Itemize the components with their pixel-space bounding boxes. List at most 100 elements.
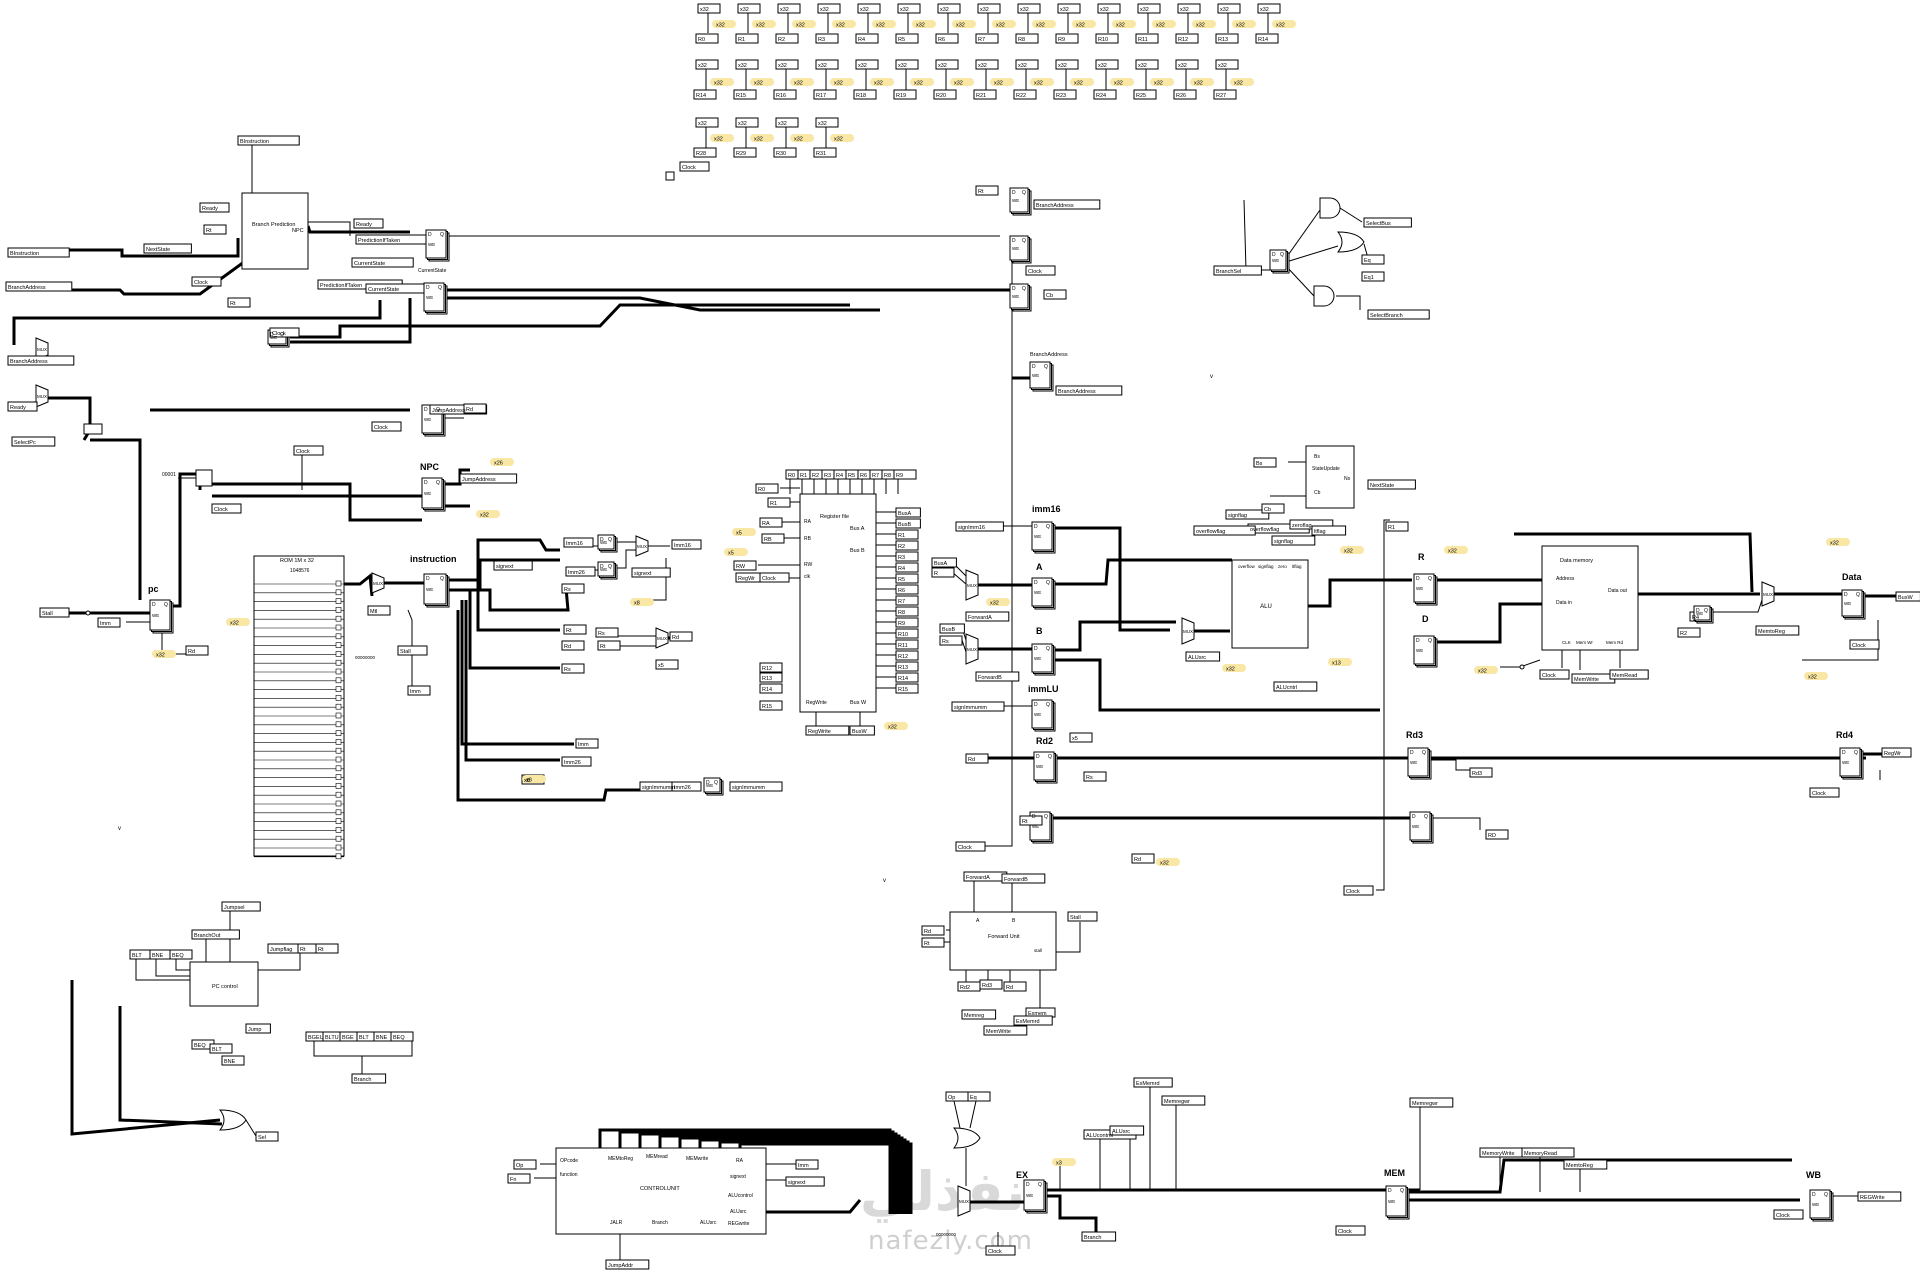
tunnel-label[interactable] <box>1081 1231 1117 1242</box>
bt-reg[interactable] <box>1009 187 1029 213</box>
tunnel-label[interactable] <box>191 276 222 287</box>
tunnel-label[interactable] <box>1109 1125 1145 1136</box>
reg-tag-R13[interactable] <box>1215 33 1239 44</box>
tunnel-label[interactable] <box>255 1131 279 1142</box>
tunnel-label[interactable] <box>965 753 989 764</box>
wb-register[interactable] <box>1809 1189 1831 1219</box>
pred-reg[interactable] <box>1009 235 1029 261</box>
tunnel-label[interactable] <box>1881 747 1912 758</box>
register-file[interactable] <box>799 493 877 713</box>
r-register[interactable] <box>1413 573 1435 603</box>
tunnel-label[interactable] <box>939 623 965 634</box>
tunnel-label[interactable] <box>565 566 596 577</box>
d-register[interactable] <box>1413 635 1435 665</box>
reg-probe-in[interactable] <box>855 59 879 70</box>
tunnel-label[interactable] <box>1849 639 1880 650</box>
tunnel-label[interactable] <box>11 436 56 447</box>
mem-register[interactable] <box>1385 1185 1407 1217</box>
ex-register[interactable] <box>1023 1179 1045 1211</box>
tunnel-label[interactable] <box>1043 289 1067 300</box>
tunnel-label[interactable] <box>507 1173 531 1184</box>
reg-probe-in[interactable] <box>857 3 881 14</box>
tunnel-label[interactable] <box>733 560 757 571</box>
tunnel-label[interactable] <box>561 583 585 594</box>
rf-out-BusB[interactable] <box>895 518 921 529</box>
branch-prediction-block[interactable] <box>241 192 309 270</box>
reg-tag-R23[interactable] <box>1053 89 1077 100</box>
reg-probe-in[interactable] <box>1017 3 1041 14</box>
tunnel-label[interactable] <box>759 517 783 528</box>
tunnel-label[interactable] <box>1809 787 1840 798</box>
tunnel-label[interactable] <box>371 421 402 432</box>
tunnel-label[interactable] <box>671 781 702 792</box>
tunnel-label[interactable] <box>563 537 594 548</box>
current-state-register[interactable] <box>425 229 447 259</box>
tunnel-label[interactable] <box>1019 815 1043 826</box>
reg-tag-R10[interactable] <box>1095 33 1119 44</box>
b-register[interactable] <box>1031 643 1053 673</box>
tunnel-label[interactable] <box>939 635 963 646</box>
reg-probe-in[interactable] <box>1015 59 1039 70</box>
pc-control[interactable] <box>189 961 259 1007</box>
rf-out-R5[interactable] <box>895 573 919 584</box>
rf-probe-R9[interactable] <box>893 469 917 480</box>
tunnel-label[interactable] <box>293 445 324 456</box>
tunnel-label[interactable] <box>191 929 240 940</box>
reg-probe-in[interactable] <box>1095 59 1119 70</box>
reg-tag-R24[interactable] <box>1093 89 1117 100</box>
reg-probe-in[interactable] <box>1175 59 1199 70</box>
pc-register[interactable] <box>149 599 171 631</box>
tunnel-label[interactable] <box>595 627 619 638</box>
tunnel-label[interactable] <box>1003 981 1027 992</box>
tunnel-label[interactable] <box>367 605 391 616</box>
state-update[interactable] <box>1305 445 1355 509</box>
reg-tag-R15[interactable] <box>733 89 757 100</box>
tunnel-label[interactable] <box>351 257 414 268</box>
tunnel-label[interactable] <box>1271 535 1316 546</box>
tunnel-label[interactable] <box>1289 519 1334 530</box>
alu[interactable] <box>1231 559 1309 649</box>
tunnel-label[interactable] <box>561 663 585 674</box>
tunnel-label[interactable] <box>1253 457 1277 468</box>
tunnel-label[interactable] <box>97 617 121 628</box>
branch-split[interactable] <box>1269 249 1287 271</box>
reg-probe-in[interactable] <box>1215 59 1239 70</box>
reg-tag-R25[interactable] <box>1133 89 1157 100</box>
rf-out-R15[interactable] <box>895 683 919 694</box>
data-memory[interactable] <box>1541 545 1639 651</box>
tunnel-label[interactable] <box>1409 1097 1454 1108</box>
reg-tag-R0[interactable] <box>695 33 719 44</box>
tunnel-label[interactable] <box>1055 385 1123 396</box>
tunnel-label[interactable] <box>1311 525 1347 536</box>
tunnel-label[interactable] <box>975 185 999 196</box>
reg-probe-in[interactable] <box>1177 3 1201 14</box>
tunnel-label[interactable] <box>1273 681 1318 692</box>
tunnel-label[interactable] <box>655 659 679 670</box>
tunnel-label[interactable] <box>407 685 431 696</box>
reg-tag-R14[interactable] <box>693 89 717 100</box>
instruction-register[interactable] <box>423 573 447 605</box>
tunnel-label[interactable] <box>671 539 702 550</box>
sign-imm-lu[interactable] <box>703 777 721 793</box>
tunnel-label[interactable] <box>955 841 986 852</box>
reg-probe-in[interactable] <box>1135 59 1159 70</box>
tunnel-label[interactable] <box>185 645 209 656</box>
tunnel-label[interactable] <box>169 949 193 960</box>
tunnel-label[interactable] <box>1343 885 1374 896</box>
tunnel-label[interactable] <box>597 640 621 651</box>
rd-reg-2[interactable] <box>1409 811 1431 841</box>
tunnel-label[interactable] <box>729 781 783 792</box>
tunnel-label[interactable] <box>1521 1147 1575 1158</box>
tunnel-label[interactable] <box>513 1159 537 1170</box>
tunnel-label[interactable] <box>669 631 693 642</box>
reg-probe-in[interactable] <box>1097 3 1121 14</box>
tunnel-label[interactable] <box>7 247 70 258</box>
reg-probe-in[interactable] <box>1257 3 1281 14</box>
tunnel-label[interactable] <box>1755 625 1800 636</box>
tunnel-label[interactable] <box>1385 521 1409 532</box>
tunnel-label[interactable] <box>493 560 533 571</box>
reg-tag-R27[interactable] <box>1213 89 1237 100</box>
tunnel-label[interactable] <box>1361 271 1385 282</box>
tunnel-label[interactable] <box>203 224 227 235</box>
tunnel-label[interactable] <box>575 738 599 749</box>
